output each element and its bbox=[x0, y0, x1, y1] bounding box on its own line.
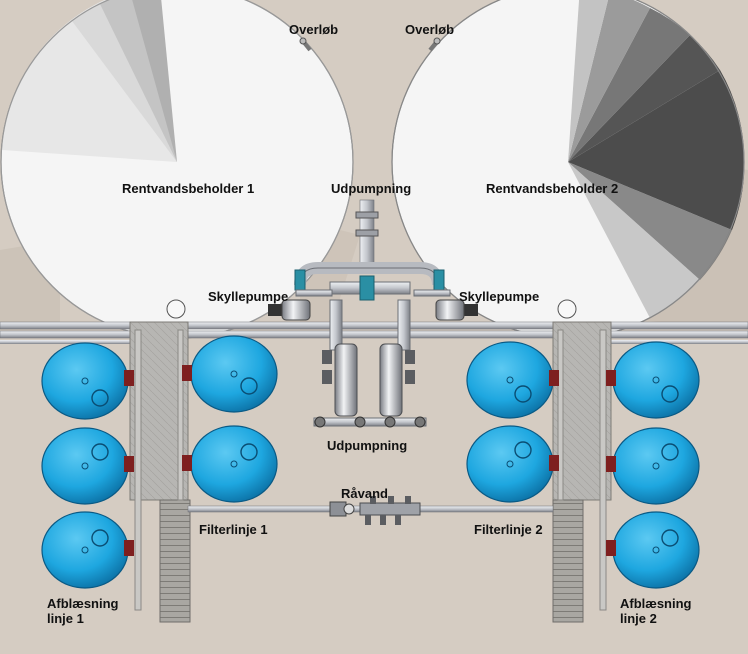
overflow-label-2: Overløb bbox=[405, 22, 455, 37]
filter-line-label-2: Filterlinje 2 bbox=[474, 522, 543, 537]
filter-vessel-1b bbox=[41, 427, 129, 505]
walkway-right bbox=[552, 321, 612, 623]
overflow-label-1: Overløb bbox=[289, 22, 339, 37]
walkway-left bbox=[129, 321, 191, 623]
filter-vessel-2a bbox=[466, 341, 554, 419]
filter-vessel-1e bbox=[190, 425, 278, 503]
filter-vessel-1a bbox=[41, 342, 129, 420]
flush-pump-label-2: Skyllepumpe bbox=[459, 289, 540, 304]
filter-vessel-2b bbox=[466, 425, 554, 503]
filter-vessel-1d bbox=[190, 335, 278, 413]
filter-line-label-1: Filterlinje 1 bbox=[199, 522, 268, 537]
blowoff-label-1: Afblæsning linje 1 bbox=[47, 596, 119, 626]
flush-pump-1 bbox=[268, 289, 333, 321]
tank-label-2: Rentvandsbeholder 2 bbox=[486, 181, 619, 196]
flush-pump-label-1: Skyllepumpe bbox=[208, 289, 289, 304]
tank-label-1: Rentvandsbeholder 1 bbox=[122, 181, 255, 196]
clean-water-tank-1 bbox=[0, 0, 354, 339]
raw-water-pipe bbox=[187, 496, 554, 525]
flush-pump-2 bbox=[413, 289, 478, 321]
filter-vessel-1c bbox=[41, 511, 129, 589]
blowoff-label-2: Afblæsning linje 2 bbox=[620, 596, 692, 626]
outlet-label-top: Udpumpning bbox=[331, 181, 412, 196]
filter-vessel-2d bbox=[612, 427, 700, 505]
overflow-pipe-1 bbox=[299, 37, 312, 52]
header-pipes bbox=[0, 321, 748, 344]
filter-vessel-2c bbox=[612, 341, 700, 419]
clean-water-tank-2 bbox=[391, 0, 745, 339]
filter-vessel-2e bbox=[612, 511, 700, 589]
overflow-pipe-2 bbox=[428, 37, 441, 52]
walkway-valves bbox=[124, 365, 616, 556]
outlet-label-bottom: Udpumpning bbox=[327, 438, 408, 453]
raw-water-label: Råvand bbox=[341, 486, 388, 501]
